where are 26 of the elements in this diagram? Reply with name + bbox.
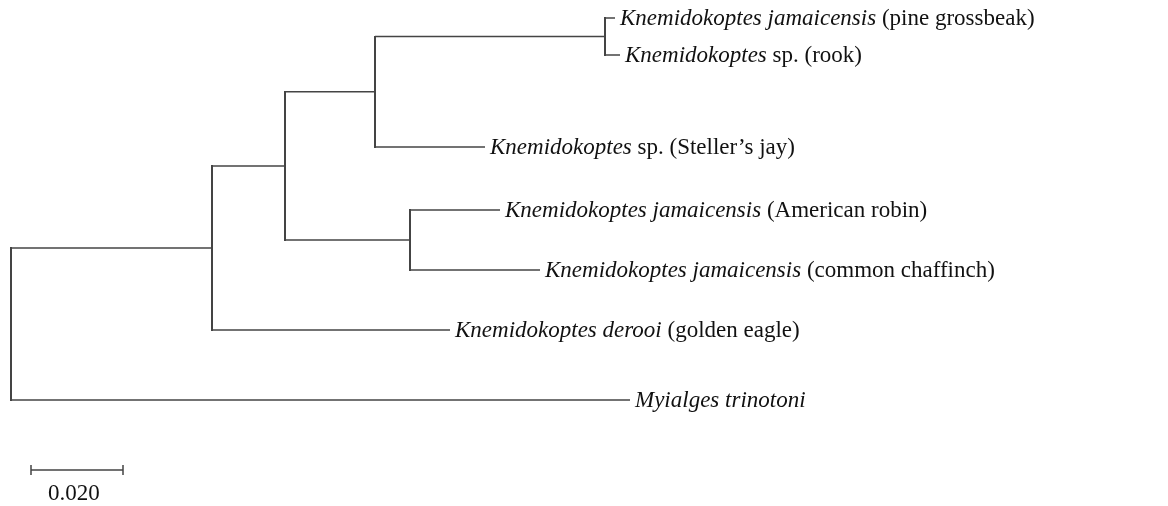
taxon-label: Knemidokoptes jamaicensis (American robin) xyxy=(500,196,928,224)
branch-line xyxy=(211,165,286,167)
taxon-label: Myialges trinotoni xyxy=(630,386,806,414)
taxon-label: Knemidokoptes derooi (golden eagle) xyxy=(450,316,800,344)
taxon-label: Knemidokoptes sp. (Steller’s jay) xyxy=(485,133,795,161)
scale-value: 0.020 xyxy=(48,480,100,506)
branch-line xyxy=(604,17,616,19)
branch-line xyxy=(10,399,631,401)
tree-node-line xyxy=(211,165,213,331)
taxon-label: Knemidokoptes jamaicensis (common chaffinch) xyxy=(540,256,995,284)
branch-line xyxy=(374,35,606,38)
branch-line xyxy=(409,269,541,271)
branch-line xyxy=(284,91,376,93)
branch-line xyxy=(604,54,621,56)
tree-node-line xyxy=(409,209,411,271)
branch-line xyxy=(284,239,411,241)
branch-line xyxy=(374,146,486,148)
tree-node-line xyxy=(10,247,12,401)
tree-node-line xyxy=(374,35,376,148)
branch-line xyxy=(211,329,451,331)
tree-node-line xyxy=(604,17,606,56)
taxon-label: Knemidokoptes jamaicensis (pine grossbeak) xyxy=(615,4,1035,32)
taxon-label: Knemidokoptes sp. (rook) xyxy=(620,41,862,69)
branch-line xyxy=(10,247,213,249)
branch-line xyxy=(409,209,501,211)
tree-node-line xyxy=(284,91,286,241)
